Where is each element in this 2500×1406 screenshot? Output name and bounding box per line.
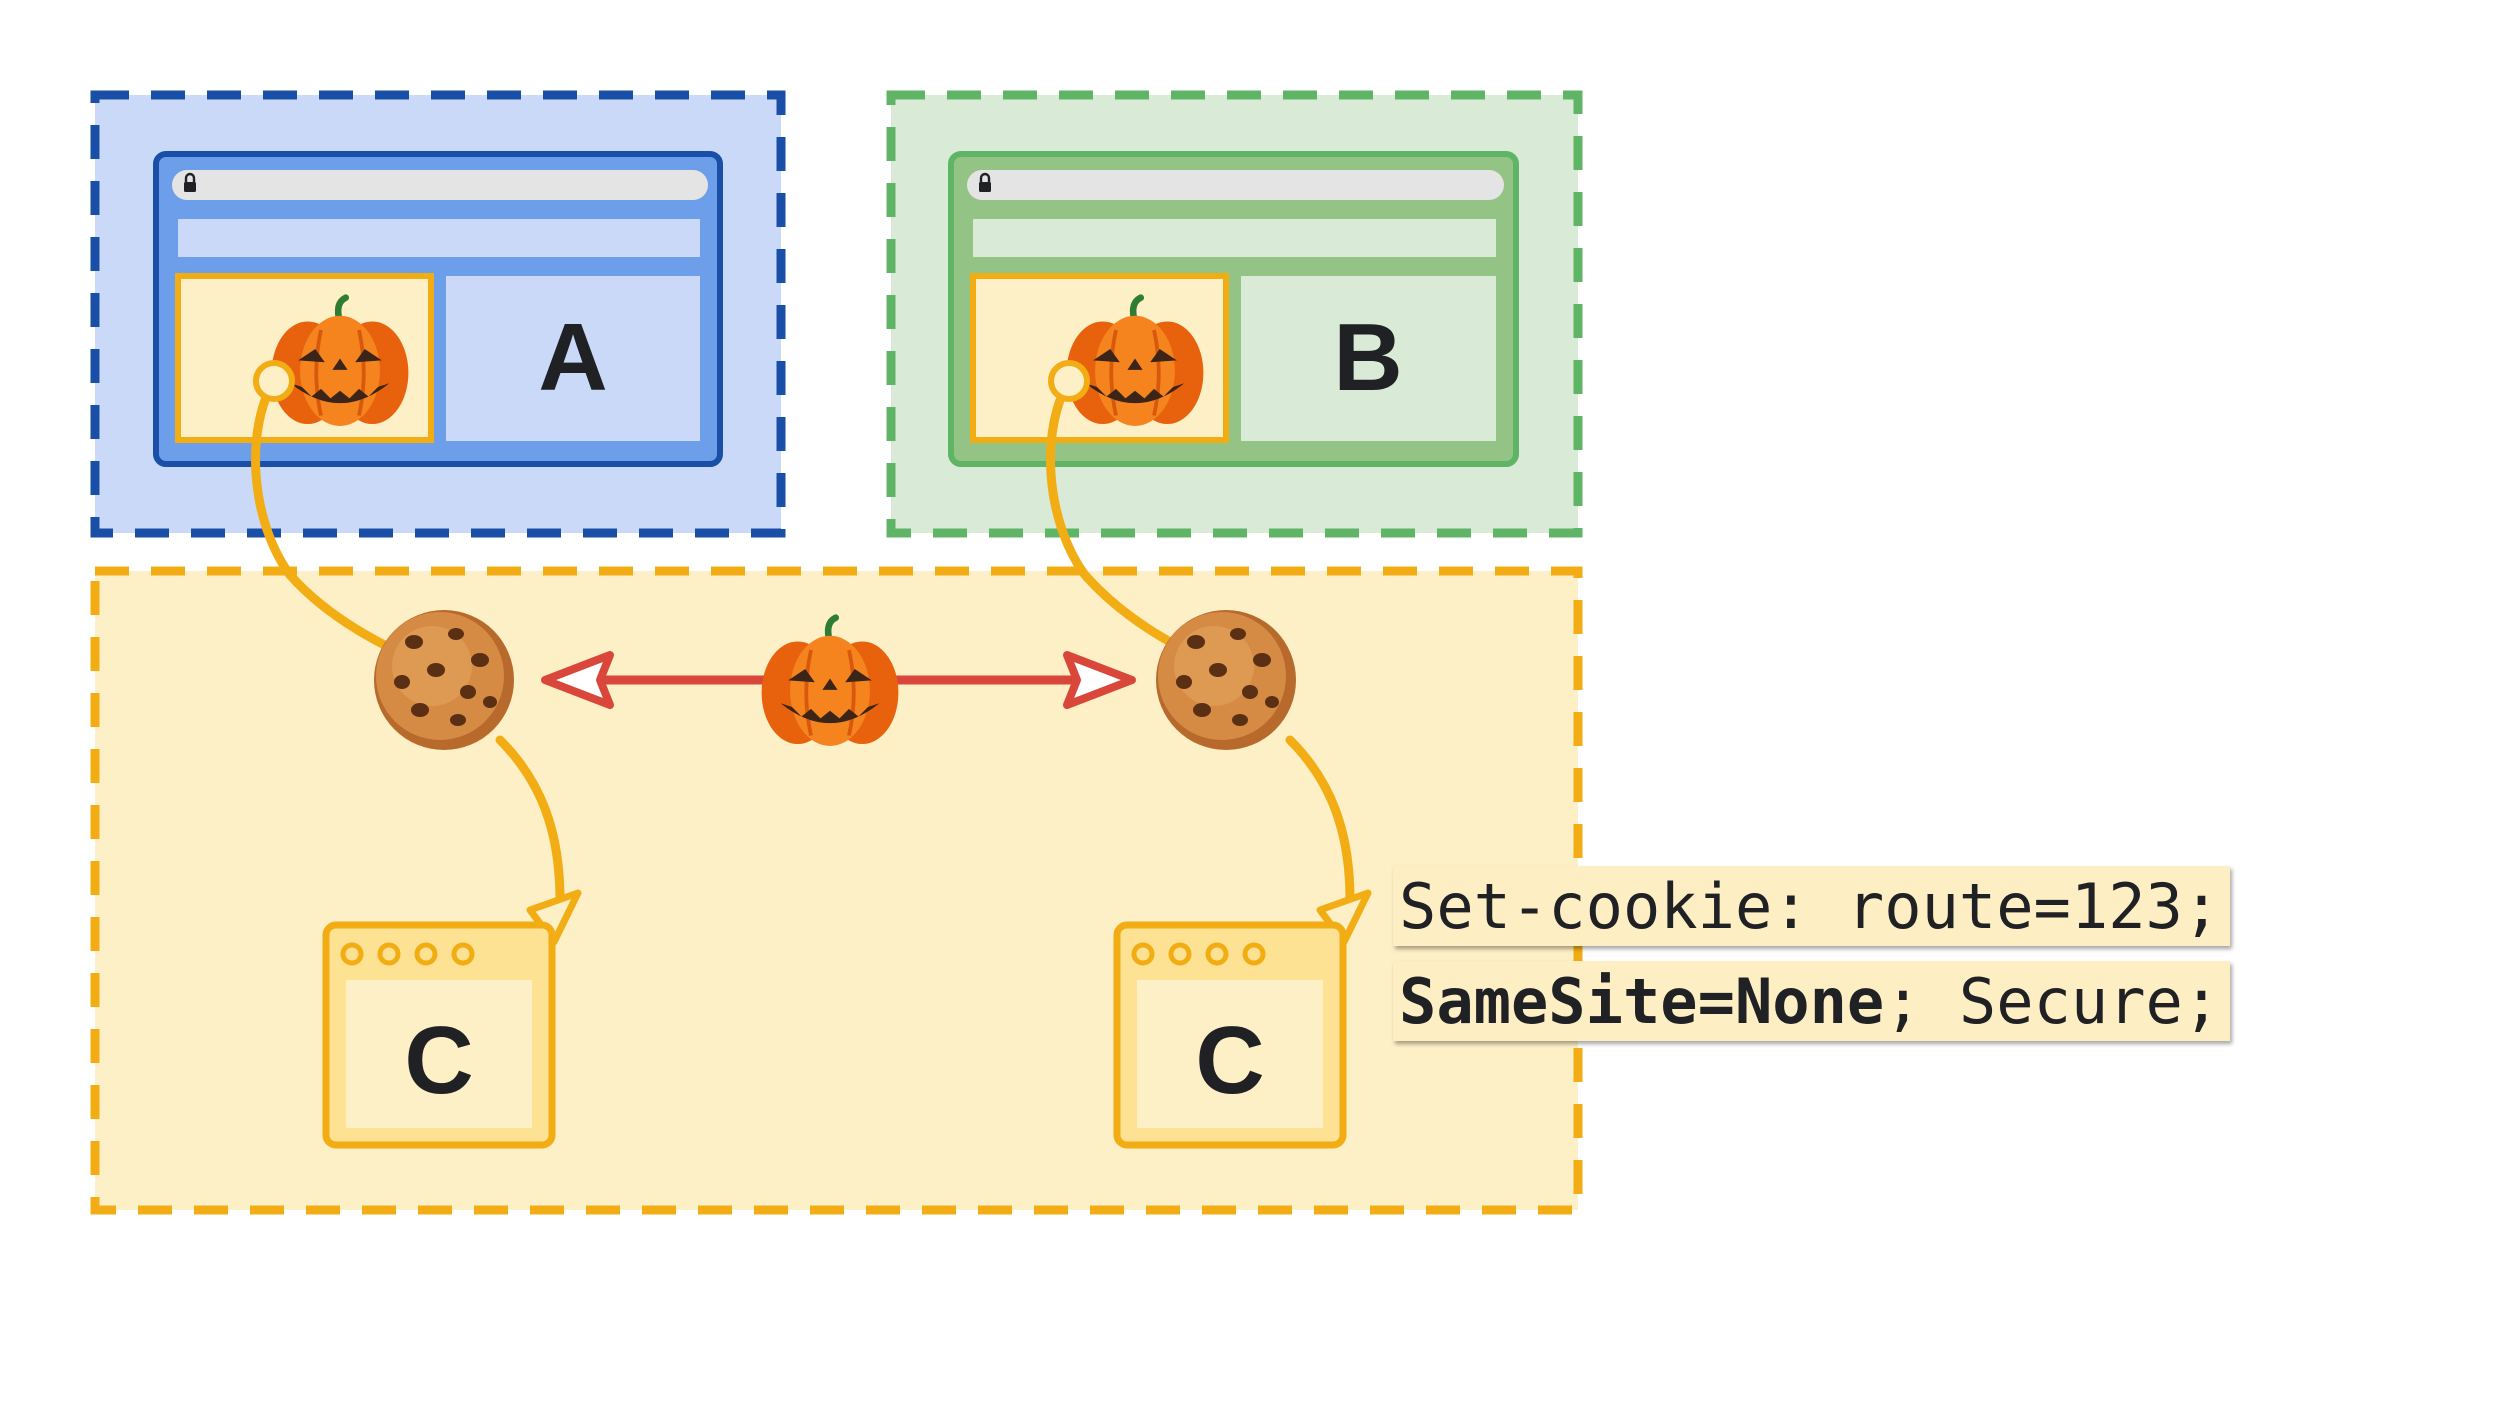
cookie-flow-left [251, 376, 565, 905]
set-cookie-text: Set-cookie: route=123; [1399, 870, 2221, 943]
site-a-zone: A [90, 90, 786, 538]
site-a-content [446, 276, 700, 441]
cookie-origin-marker [1048, 360, 1090, 402]
site-b-browser-window: B [948, 151, 1519, 467]
secure-attribute: ; Secure; [1884, 965, 2221, 1038]
site-b-content [1241, 276, 1496, 441]
site-b-zone: B [886, 90, 1583, 538]
address-bar [967, 170, 1504, 200]
blocked-sharing-arrow [541, 651, 1136, 709]
cookie-origin-marker [253, 360, 295, 402]
site-a-letter: A [538, 304, 607, 411]
cookie-icon [1156, 610, 1296, 750]
site-b-header-bar [973, 219, 1496, 257]
cookie-icon [374, 610, 514, 750]
samesite-attribute: SameSite=None [1399, 965, 1885, 1038]
set-cookie-header-line-2: SameSite=None; Secure; [1393, 961, 2231, 1041]
address-bar [172, 170, 708, 200]
site-c-window-left: C [322, 921, 556, 1149]
set-cookie-header-line-1: Set-cookie: route=123; [1393, 866, 2231, 946]
site-a-browser-window: A [153, 151, 723, 467]
site-c-window-right: C [1113, 921, 1347, 1149]
site-c-letter: C [1195, 1007, 1264, 1114]
site-b-letter: B [1333, 304, 1402, 411]
site-c-letter: C [404, 1007, 473, 1114]
site-a-header-bar [178, 219, 700, 257]
